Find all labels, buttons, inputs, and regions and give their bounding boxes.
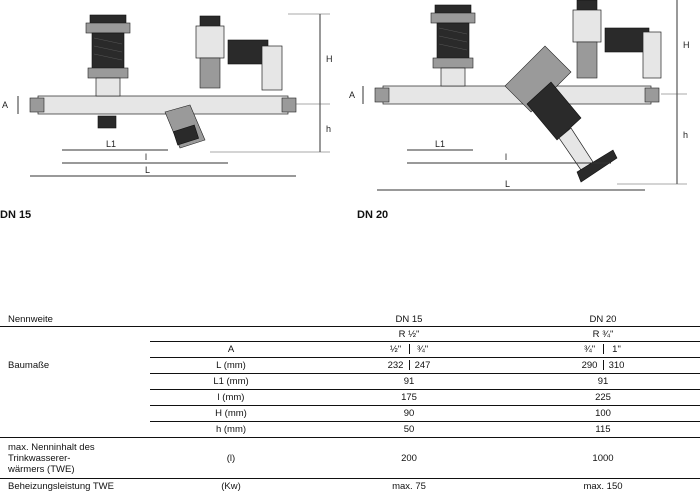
col-header-nennweite: Nennweite [0,312,150,327]
safety-valve-left [85,14,131,129]
drawing-dn20: A L1 l L H h [345,0,700,215]
val-l-dn15: 175 [312,389,506,406]
volume-label-1: max. Nenninhalt des [8,441,95,453]
dim-l1: L1 [106,139,116,149]
dim-l-total: L [505,179,510,189]
val-heating-dn15: max. 75 [392,481,426,492]
col-header-dn15: DN 15 [312,312,506,327]
row-volume: max. Nenninhalt des Trinkwasserer- wärme… [0,437,700,479]
unit-L: L (mm) [150,357,312,374]
pipe-body [37,95,289,115]
val-L-dn15-a: 232 [387,360,404,371]
val-H-dn20: 100 [506,405,700,422]
unit-volume: (l) [150,437,312,479]
val-h-dn20: 115 [506,421,700,438]
val-L-dn15: 232 247 [312,357,506,374]
valve-right [572,0,662,79]
header-row: Nennweite DN 15 DN 20 [0,312,700,327]
unit-L1: L1 (mm) [150,373,312,390]
a-dn20-1: ¾" [583,344,596,355]
val-L-dn20-a: 290 [581,360,598,371]
col-header-dn20: DN 20 [506,312,700,327]
val-L-dn15-b: 247 [414,360,431,371]
val-L-dn20-b: 310 [608,360,625,371]
val-L1-dn20: 91 [506,373,700,390]
valve-drawing-dn20: A L1 l L H h [349,0,690,191]
heating-label: Beheizungsleistung TWE [8,481,114,492]
row-heating: Beheizungsleistung TWE (Kw) max. 75 max.… [0,479,700,495]
volume-label-2: Trinkwasserer- [8,452,71,464]
valve-right [195,15,283,91]
dim-a: A [349,90,355,100]
unit-l: l (mm) [150,389,312,406]
a-row: A ½" ¾" ¾" 1" [0,341,700,358]
volume-label-3: wärmers (TWE) [8,463,75,475]
unit-h: h (mm) [150,421,312,438]
outlet-connection [644,87,660,103]
caption-dn15: DN 15 [0,209,32,221]
dim-h-lower: h [683,130,688,140]
dim-a: A [2,100,8,110]
row-l: l (mm) 175 225 [0,389,700,406]
val-H-dn15: 90 [312,405,506,422]
val-l-dn20: 225 [506,389,700,406]
thread-dn20: R ¾" [506,326,700,342]
val-L1-dn15: 91 [312,373,506,390]
dim-l1: L1 [435,139,445,149]
spec-table: Nennweite DN 15 DN 20 R ½" R ¾" A ½" ¾" ¾… [0,312,700,494]
baumasse-label: Baumaße [8,360,50,371]
valve-drawing-dn15: A L1 l L H h [2,13,333,177]
drawing-dn15: A L1 l L H h [0,0,345,215]
row-h: h (mm) 50 115 [0,421,700,438]
unit-H: H (mm) [150,405,312,422]
safety-valve-left [430,4,476,87]
inlet-connection [374,87,390,103]
dim-l-small: l [505,152,507,162]
thread-dn15: R ½" [312,326,506,342]
a-dn20: ¾" 1" [506,341,700,358]
val-heating-dn20: max. 150 [583,481,623,492]
dim-l-total: L [145,165,150,175]
val-h-dn15: 50 [312,421,506,438]
dim-h-upper: H [326,54,333,64]
a-dn20-2: 1" [612,344,621,355]
outlet-connection [281,97,297,113]
row-H: H (mm) 90 100 [0,405,700,422]
a-dn15-2: ¾" [416,344,429,355]
drain-valve [504,45,618,183]
dim-h-lower: h [326,124,331,134]
caption-dn20: DN 20 [357,209,389,221]
val-volume-dn15: 200 [312,437,506,479]
row-L1: L1 (mm) 91 91 [0,373,700,390]
a-label: A [150,341,312,358]
val-L-dn20: 290 310 [506,357,700,374]
volume-label: max. Nenninhalt des Trinkwasserer- wärme… [0,437,150,479]
a-dn15: ½" ¾" [312,341,506,358]
dim-h-upper: H [683,40,690,50]
val-volume-dn20: 1000 [506,437,700,479]
unit-heating: (Kw) [221,481,241,492]
dim-l-small: l [145,152,147,162]
thread-row: R ½" R ¾" [0,326,700,342]
drain-valve [164,104,206,149]
a-dn15-1: ½" [389,344,402,355]
inlet-connection [29,97,45,113]
row-L: Baumaße L (mm) 232 247 290 310 [0,357,700,374]
